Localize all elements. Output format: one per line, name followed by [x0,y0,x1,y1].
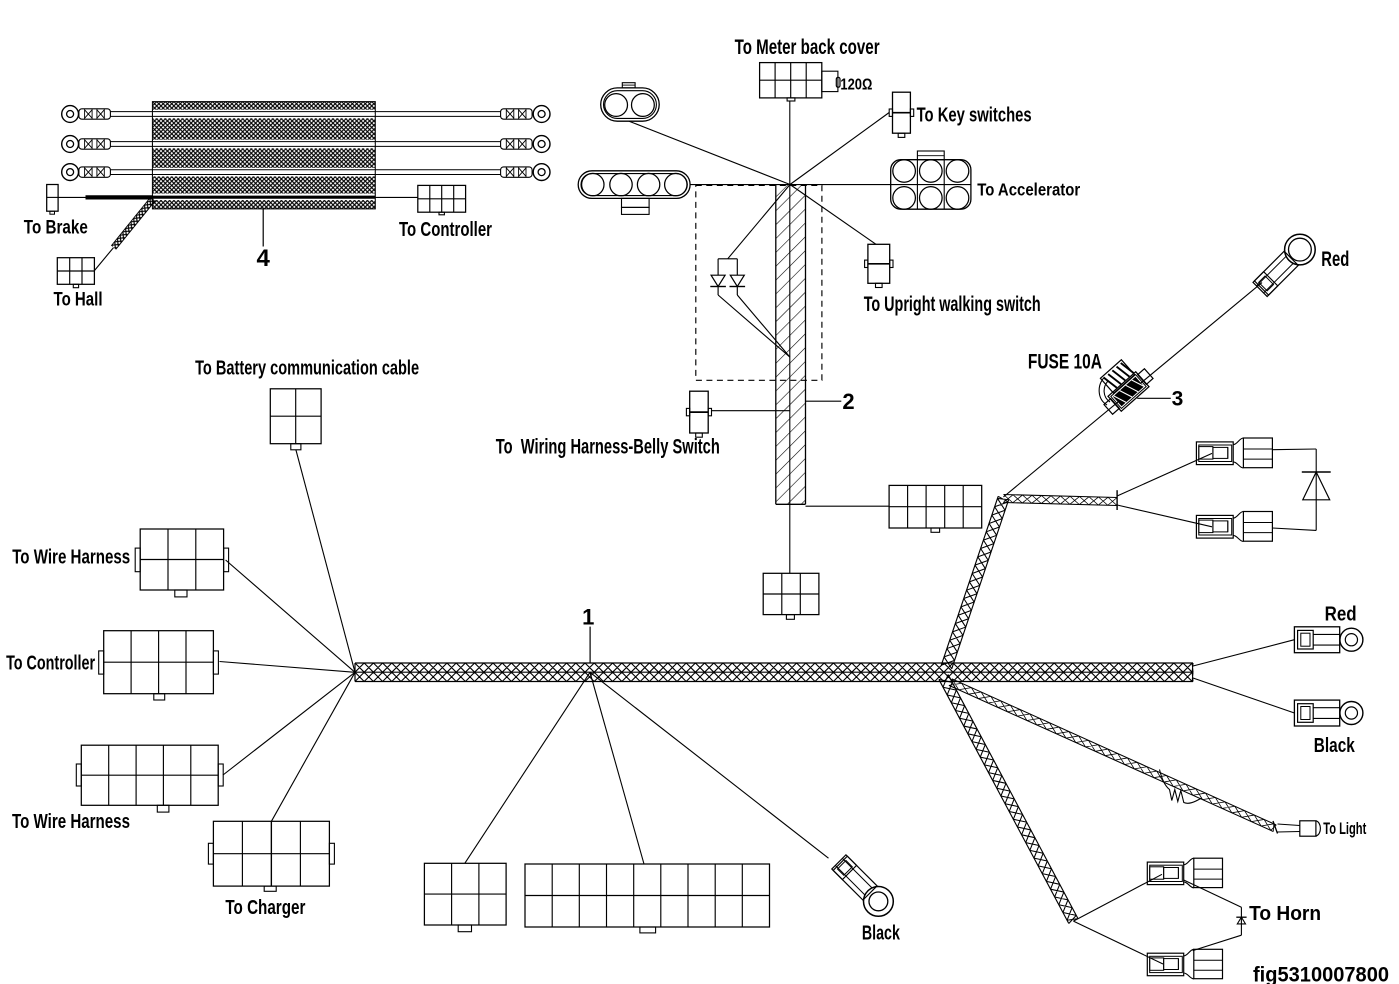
svg-text:To Wiring Harness-Belly Switc: To Wiring Harness-Belly Switch [496,435,720,458]
svg-text:To Upright walking switch: To Upright walking switch [864,293,1041,316]
svg-text:To Hall: To Hall [54,290,103,311]
svg-text:To Horn: To Horn [1249,903,1321,925]
svg-text:To Accelerator: To Accelerator [977,180,1080,200]
svg-text:To Charger: To Charger [225,897,305,919]
svg-text:To Key switches: To Key switches [917,104,1032,126]
svg-text:To Controller: To Controller [6,652,95,674]
svg-text:4: 4 [257,245,271,272]
svg-text:To Wire Harness: To Wire Harness [12,811,130,833]
svg-text:fig5310007800: fig5310007800 [1253,963,1389,984]
svg-text:To Meter back cover: To Meter back cover [735,36,880,59]
svg-text:Black: Black [1314,735,1356,757]
svg-text:To Brake: To Brake [24,217,88,238]
svg-text:To Light: To Light [1323,819,1366,838]
svg-text:To Controller: To Controller [399,219,492,241]
svg-text:To Wire Harness: To Wire Harness [12,547,130,569]
svg-text:Red: Red [1321,248,1349,271]
svg-text:2: 2 [842,389,854,414]
svg-text:120Ω: 120Ω [840,77,872,94]
svg-text:1: 1 [582,604,594,629]
svg-text:Red: Red [1325,603,1357,625]
svg-text:To Battery communication cable: To Battery communication cable [195,358,419,380]
svg-text:3: 3 [1172,388,1184,411]
svg-text:Black: Black [862,923,901,945]
svg-text:FUSE 10A: FUSE 10A [1028,351,1102,374]
